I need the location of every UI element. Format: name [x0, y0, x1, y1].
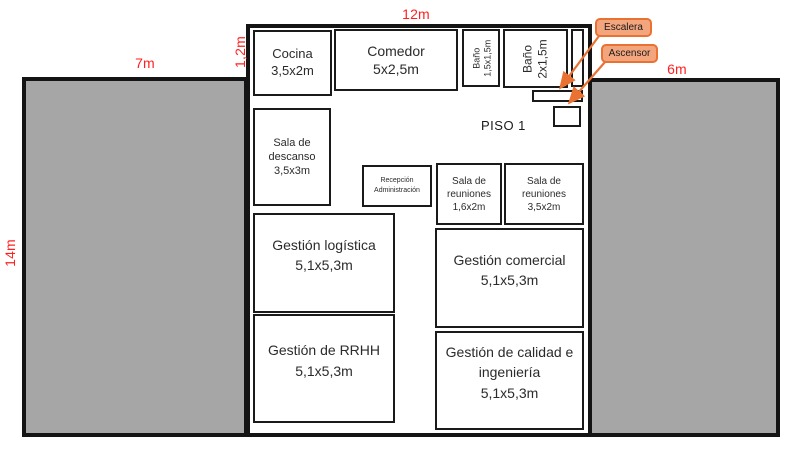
room-cocina-name: Cocina: [272, 46, 313, 62]
room-reuniones-1-size: 1,6x2m: [452, 201, 486, 213]
room-gestion-comercial-name: Gestión comercial: [453, 251, 566, 268]
room-bano-small-size: 1,5x1,5m: [482, 39, 493, 77]
dimension-right-building-width: 6m: [667, 61, 687, 77]
room-gestion-rrhh-size: 5,1x5,3m: [295, 362, 353, 379]
room-bano-small: Baño 1,5x1,5m: [462, 29, 500, 87]
room-reuniones-2-name: Sala de reuniones: [522, 175, 566, 200]
room-bano-large-size: 2x1,5m: [535, 38, 550, 79]
left-building-block: [22, 77, 248, 437]
room-cocina-size: 3,5x2m: [271, 63, 314, 78]
dimension-top-width: 12m: [402, 6, 430, 22]
room-gestion-rrhh-name: Gestión de RRHH: [267, 342, 381, 359]
escalera-rect: [532, 90, 583, 102]
room-reuniones-1: Sala de reuniones 1,6x2m: [436, 163, 502, 225]
shaft-rect: [571, 29, 584, 87]
room-recepcion: Recepción Administración: [362, 165, 432, 207]
room-gestion-calidad: Gestión de calidad e ingeniería 5,1x5,3m: [435, 331, 584, 430]
room-bano-large-name: Baño: [520, 44, 535, 73]
room-bano-small-name: Baño: [471, 47, 482, 69]
ascensor-callout: Ascensor: [601, 44, 658, 63]
room-recepcion-line1: Recepción: [380, 176, 414, 184]
room-gestion-logistica: Gestión logística 5,1x5,3m: [253, 213, 395, 313]
rotated-text-wrap: Baño 1,5x1,5m: [464, 31, 498, 85]
ascensor-rect: [553, 106, 581, 127]
escalera-callout: Escalera: [595, 18, 652, 37]
room-comedor-size: 5x2,5m: [373, 61, 419, 77]
room-gestion-comercial-size: 5,1x5,3m: [480, 272, 539, 288]
room-sala-descanso-size: 3,5x3m: [273, 165, 311, 178]
room-gestion-logistica-name: Gestión logística: [272, 236, 376, 253]
room-sala-descanso-name: Sala de descanso: [268, 136, 316, 163]
room-comedor-name: Comedor: [367, 42, 425, 59]
dimension-wall-offset: 1,2m: [232, 36, 248, 68]
dimension-left-height: 14m: [2, 239, 18, 267]
room-gestion-calidad-size: 5,1x5,3m: [480, 384, 539, 401]
room-reuniones-2-size: 3,5x2m: [527, 201, 561, 213]
room-gestion-calidad-name: Gestión de calidad e ingeniería: [445, 344, 574, 381]
room-gestion-rrhh: Gestión de RRHH 5,1x5,3m: [253, 314, 395, 423]
room-sala-descanso: Sala de descanso 3,5x3m: [253, 108, 331, 206]
room-recepcion-line2: Administración: [374, 187, 420, 194]
room-gestion-logistica-size: 5,1x5,3m: [295, 257, 353, 273]
rotated-text-wrap: Baño 2x1,5m: [505, 31, 566, 86]
right-building-block: [587, 78, 780, 437]
room-cocina: Cocina 3,5x2m: [253, 30, 332, 96]
room-reuniones-1-name: Sala de reuniones: [447, 175, 491, 200]
room-bano-large: Baño 2x1,5m: [503, 29, 568, 88]
room-comedor: Comedor 5x2,5m: [334, 29, 458, 91]
room-gestion-comercial: Gestión comercial 5,1x5,3m: [435, 228, 584, 328]
dimension-left-building-width: 7m: [135, 55, 155, 71]
floor-label: PISO 1: [481, 118, 526, 133]
room-reuniones-2: Sala de reuniones 3,5x2m: [504, 163, 584, 225]
